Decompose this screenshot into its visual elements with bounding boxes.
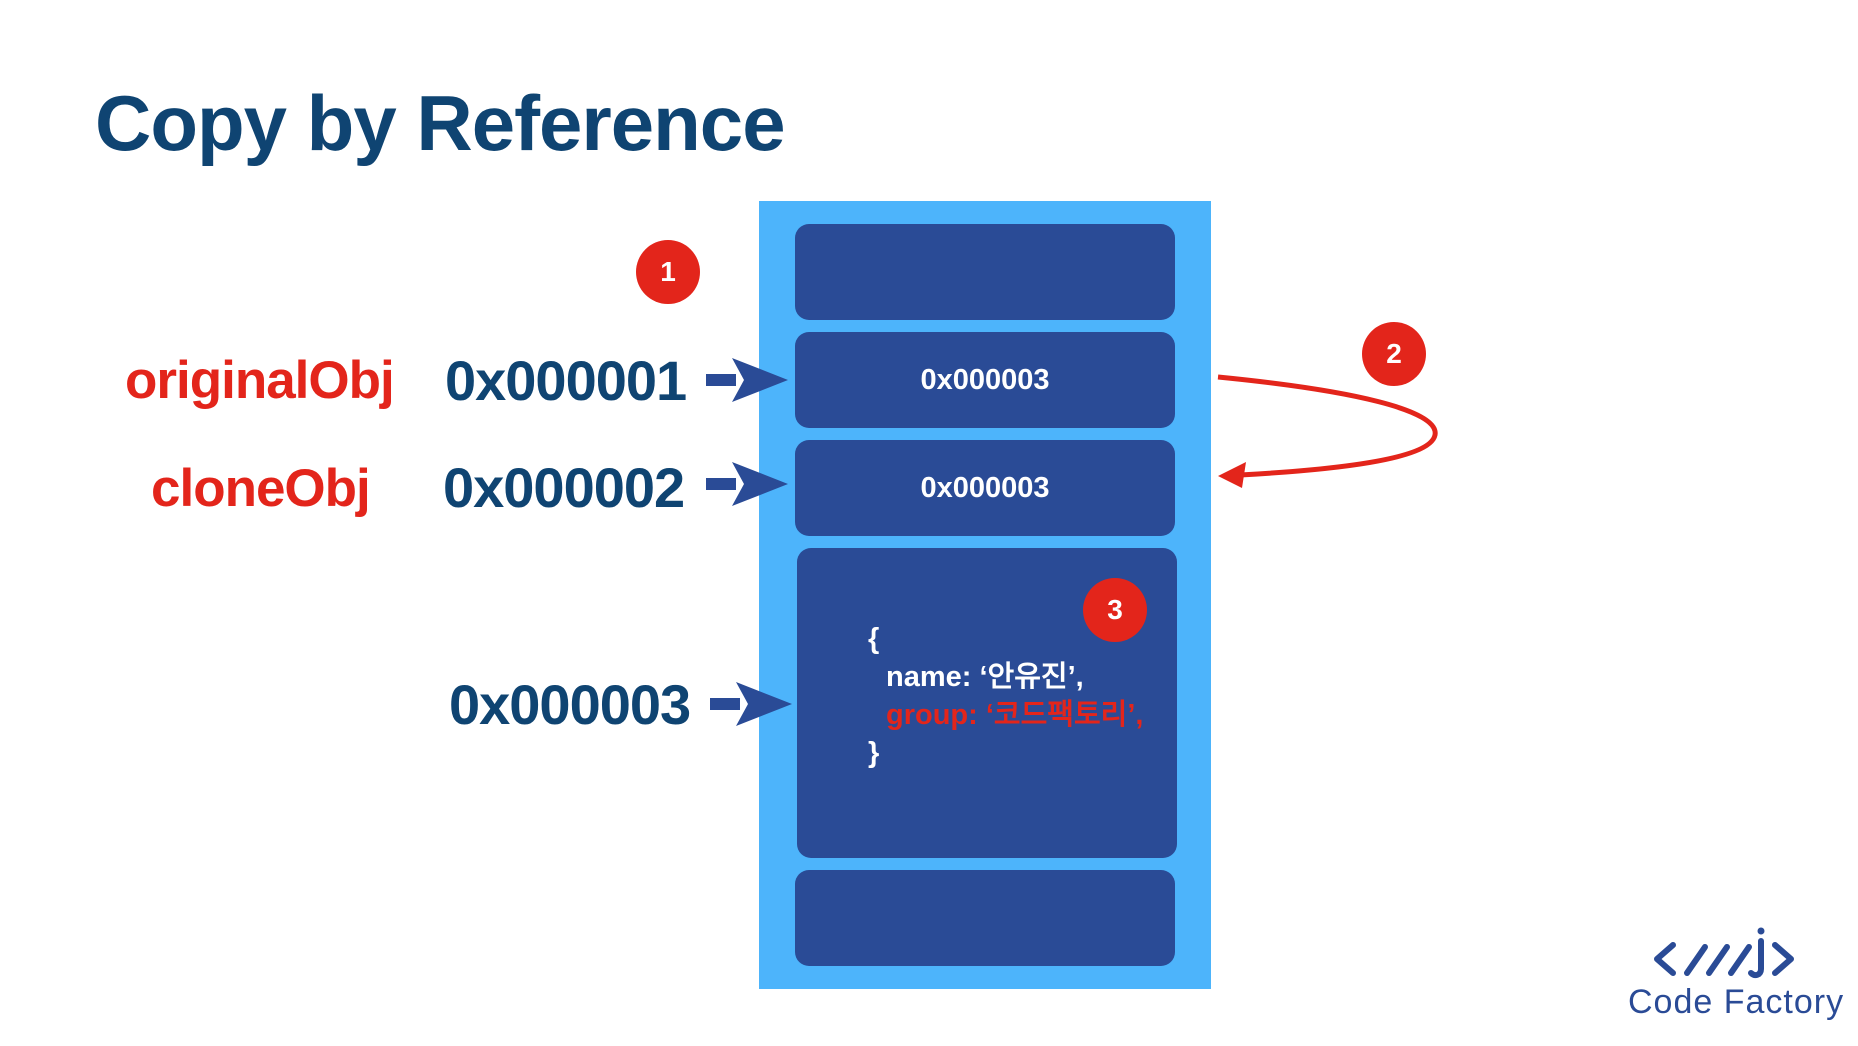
code-factory-logo-icon (1654, 927, 1794, 979)
pointer-arrow-clone (706, 462, 788, 506)
page-title: Copy by Reference (95, 79, 786, 167)
variable-clone: cloneObj (151, 459, 371, 518)
object-literal: { name: ‘안유진’, group: ‘코드팩토리’, } (868, 620, 1143, 772)
variable-original: originalObj (125, 351, 395, 410)
address-original: 0x000001 (445, 349, 687, 412)
pointer-arrow-original (706, 358, 788, 402)
address-clone: 0x000002 (443, 456, 685, 519)
code-close-brace: } (868, 737, 880, 769)
code-open-brace: { (868, 623, 880, 655)
slot-value: 0x000003 (920, 471, 1050, 504)
slot-value: 0x000003 (920, 363, 1050, 396)
pointer-arrow-heap (710, 682, 792, 726)
address-heap: 0x000003 (449, 673, 691, 736)
badge-1: 1 (636, 240, 700, 304)
code-line-name: name: ‘안유진’, (886, 661, 1084, 693)
memory-slot-clone: 0x000003 (795, 440, 1175, 536)
badge-2: 2 (1362, 322, 1426, 386)
memory-slot-original: 0x000003 (795, 332, 1175, 428)
code-line-group: group: ‘코드팩토리’, (886, 699, 1144, 731)
memory-slot-empty-top (795, 224, 1175, 320)
memory-slot-empty-bottom (795, 870, 1175, 966)
logo-name: Code Factory (1628, 983, 1845, 1021)
copy-curve-arrow (1217, 374, 1438, 488)
badge-3: 3 (1083, 578, 1147, 642)
